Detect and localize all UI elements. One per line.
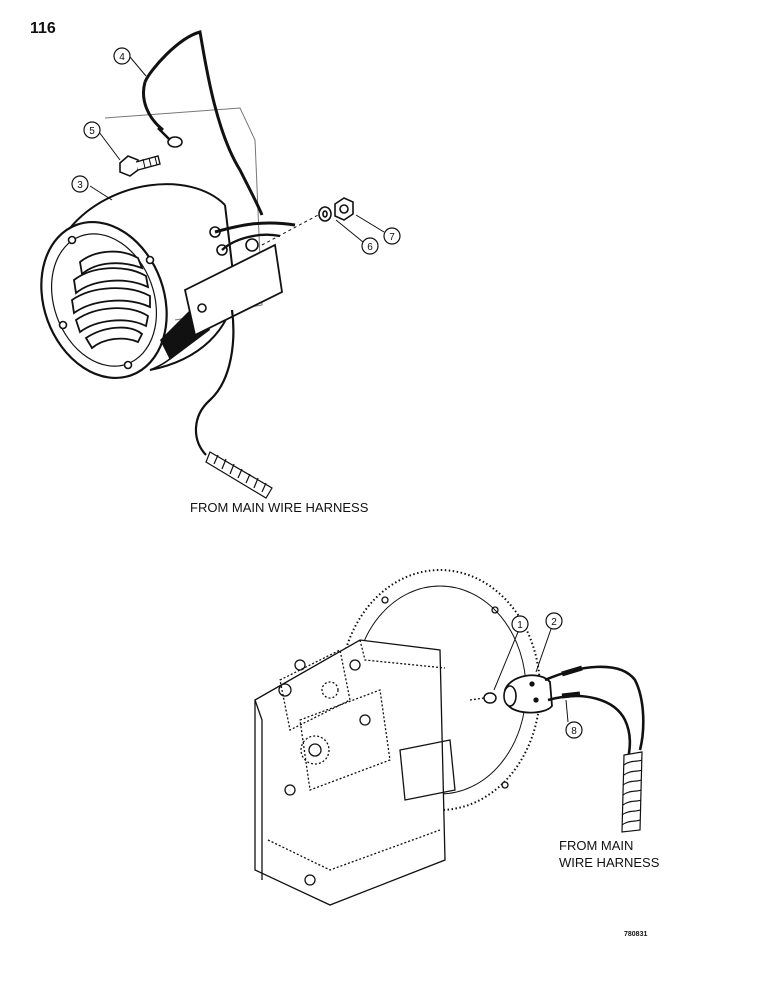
callout-leaders-top [89, 56, 385, 243]
harness-conduit-bottom [621, 751, 643, 833]
callout-5: 5 [83, 121, 101, 139]
harness-conduit-top [205, 451, 273, 499]
caption-main-wire-harness-bottom: FROM MAIN WIRE HARNESS [559, 838, 660, 870]
svg-text:7: 7 [389, 232, 395, 243]
transmission-figure [254, 569, 645, 906]
callout-1: 1 [511, 615, 529, 633]
svg-text:2: 2 [551, 617, 557, 628]
svg-text:1: 1 [517, 620, 523, 631]
callout-3: 3 [71, 175, 89, 193]
svg-text:6: 6 [367, 242, 373, 253]
callout-6: 6 [361, 237, 379, 255]
page-number: 116 [30, 20, 56, 37]
svg-text:3: 3 [77, 180, 83, 191]
caption-main-wire-harness-top: FROM MAIN WIRE HARNESS [190, 500, 369, 515]
callout-leaders-bottom [493, 628, 569, 723]
backup-alarm-figure [40, 30, 354, 499]
svg-text:4: 4 [119, 52, 125, 63]
svg-text:8: 8 [571, 726, 577, 737]
figure-code: 780831 [624, 931, 648, 938]
callout-8: 8 [565, 721, 583, 739]
callout-7: 7 [383, 227, 401, 245]
callout-4: 4 [113, 47, 131, 65]
callout-2: 2 [545, 612, 563, 630]
svg-text:5: 5 [89, 126, 95, 137]
